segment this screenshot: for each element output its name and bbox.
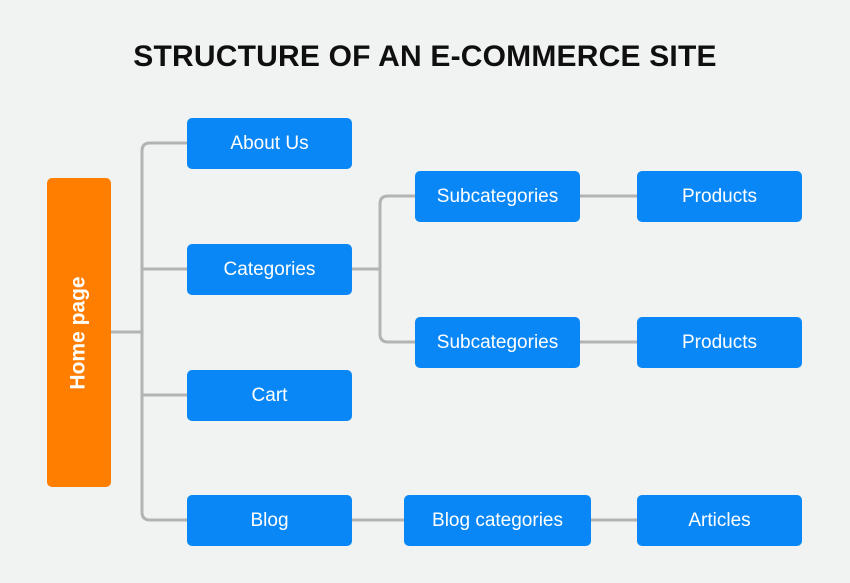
subcategories-node-1: Subcategories <box>415 171 580 222</box>
home-page-label: Home page <box>67 275 91 390</box>
about-us-node: About Us <box>187 118 352 169</box>
diagram-title: STRUCTURE OF AN E-COMMERCE SITE <box>133 40 717 73</box>
products-node-2: Products <box>637 317 802 368</box>
blog-categories-node: Blog categories <box>404 495 591 546</box>
products-node-1: Products <box>637 171 802 222</box>
categories-node: Categories <box>187 244 352 295</box>
subcategories-node-2: Subcategories <box>415 317 580 368</box>
connector-level1-spine <box>140 141 187 522</box>
blog-node: Blog <box>187 495 352 546</box>
articles-node: Articles <box>637 495 802 546</box>
home-page-node: Home page <box>47 178 111 487</box>
cart-node: Cart <box>187 370 352 421</box>
connector-subcat-spine <box>378 194 415 344</box>
